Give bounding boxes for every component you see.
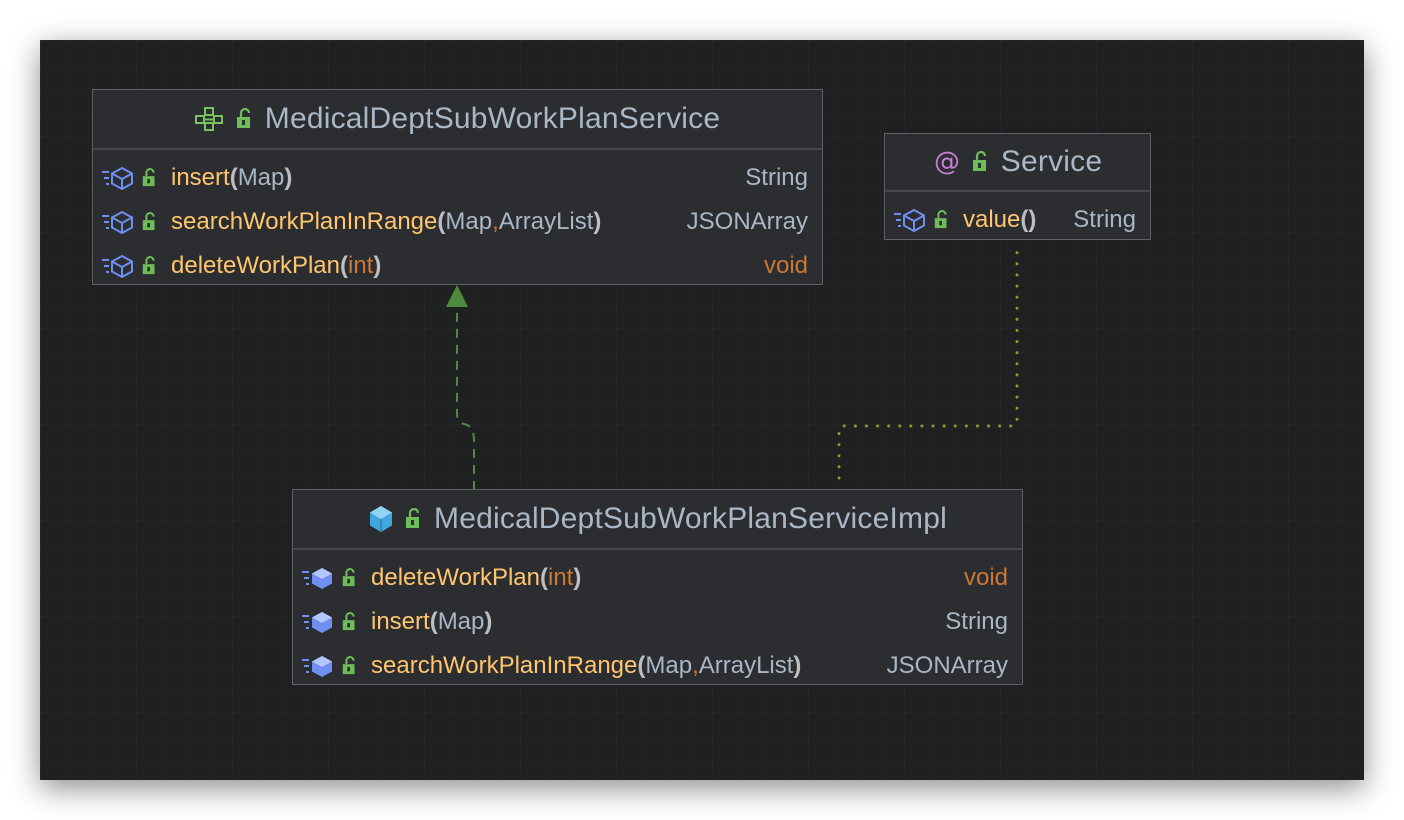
open-paren: ( [437,208,446,235]
open-paren: ( [339,252,348,279]
param-separator: , [492,208,499,235]
impl-node[interactable]: MedicalDeptSubWorkPlanServiceImpl delete… [292,489,1023,685]
return-type: JSONArray [686,208,808,235]
lock-open-icon [341,656,359,676]
return-type: String [945,608,1008,635]
annotation-members: value() String [885,192,1150,246]
method-name: insert [171,164,230,191]
lock-open-icon [933,210,951,230]
param-type: int [547,564,574,591]
param-separator: , [692,652,699,679]
method-icon [101,166,135,190]
annotation-icon: @ [933,148,961,176]
method-row[interactable]: deleteWorkPlan(int) void [101,244,808,288]
return-type: String [1073,206,1136,233]
member-icons [893,208,951,232]
method-name: value [963,206,1021,233]
lock-open-icon [141,212,159,232]
interface-node[interactable]: MedicalDeptSubWorkPlanService insert(Map… [92,89,823,285]
method-icon [101,210,135,234]
lock-open-icon [341,612,359,632]
diagram-canvas[interactable]: MedicalDeptSubWorkPlanService insert(Map… [40,40,1364,780]
implements-edge[interactable] [456,306,475,490]
param-type: ArrayList [498,208,594,235]
edges-layer [446,250,1019,490]
close-paren: ) [373,252,382,279]
member-icons [301,654,359,678]
interface-header[interactable]: MedicalDeptSubWorkPlanService [93,90,822,150]
annotation-edge[interactable] [837,250,1019,480]
method-icon [101,254,135,278]
return-type: void [963,564,1008,591]
method-row[interactable]: value() String [893,198,1136,242]
member-icons [101,254,159,278]
annotation-node[interactable]: @ Service value() String [884,133,1151,240]
method-icon [301,654,335,678]
impl-header[interactable]: MedicalDeptSubWorkPlanServiceImpl [293,490,1022,550]
param-type: Map [437,608,485,635]
close-paren: ) [284,164,293,191]
param-type: ArrayList [698,652,794,679]
method-name: searchWorkPlanInRange [171,208,438,235]
lock-open-icon [341,568,359,588]
implements-arrowhead [446,285,468,307]
member-icons [301,566,359,590]
method-icon [893,208,927,232]
method-name: deleteWorkPlan [171,252,340,279]
method-name: insert [371,608,430,635]
return-type: void [763,252,808,279]
method-row[interactable]: insert(Map) String [101,156,808,200]
open-paren: ( [429,608,438,635]
method-row[interactable]: insert(Map) String [301,600,1008,644]
lock-open-icon [235,108,255,130]
close-paren: ) [793,652,802,679]
open-paren: ( [637,652,646,679]
close-paren: ) [593,208,602,235]
open-paren: ( [1020,206,1029,233]
interface-title: MedicalDeptSubWorkPlanService [264,102,721,135]
method-row[interactable]: searchWorkPlanInRange(Map, ArrayList) JSO… [301,644,1008,688]
lock-open-icon [141,168,159,188]
lock-open-icon [971,151,991,173]
member-icons [101,166,159,190]
method-icon [301,610,335,634]
close-paren: ) [1028,206,1037,233]
member-icons [301,610,359,634]
method-row[interactable]: searchWorkPlanInRange(Map, ArrayList) JSO… [101,200,808,244]
lock-open-icon [141,256,159,276]
impl-title: MedicalDeptSubWorkPlanServiceImpl [434,502,947,535]
param-type: Map [445,208,493,235]
close-paren: ) [573,564,582,591]
return-type: String [745,164,808,191]
class-icon [368,505,394,533]
method-name: deleteWorkPlan [371,564,540,591]
return-type: JSONArray [886,652,1008,679]
param-type: int [347,252,374,279]
lock-open-icon [404,508,424,530]
param-type: Map [645,652,693,679]
method-row[interactable]: deleteWorkPlan(int) void [301,556,1008,600]
svg-text:@: @ [934,148,960,176]
method-icon [301,566,335,590]
interface-icon [194,107,225,131]
annotation-title: Service [1000,145,1103,178]
param-type: Map [237,164,285,191]
member-icons [101,210,159,234]
open-paren: ( [229,164,238,191]
annotation-header[interactable]: @ Service [885,134,1150,192]
method-name: searchWorkPlanInRange [371,652,638,679]
close-paren: ) [484,608,493,635]
open-paren: ( [539,564,548,591]
